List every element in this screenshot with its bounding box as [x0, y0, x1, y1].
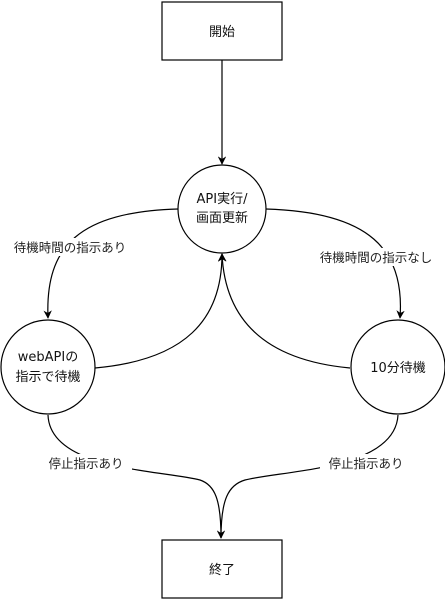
start-label: 開始 [209, 25, 235, 40]
edge-webapi-to-execute [94, 253, 227, 369]
label-wait-instructed: 待機時間の指示あり [14, 240, 127, 255]
execute-circle [177, 164, 267, 254]
node-wait-webapi: webAPIの 指示で待機 [0, 319, 96, 415]
edge-webapi-to-end [47, 414, 226, 539]
edge-labels: 待機時間の指示あり 待機時間の指示なし 停止指示あり 停止指示あり [6, 238, 440, 472]
node-start: 開始 [161, 1, 283, 61]
label-stop-right: 停止指示あり [328, 456, 403, 471]
node-end: 終了 [161, 539, 283, 599]
edges [43, 60, 405, 539]
edge-10min-to-end [220, 414, 399, 539]
label-stop-left: 停止指示あり [48, 456, 123, 471]
edge-execute-to-webapi [43, 208, 179, 319]
wait-webapi-circle [0, 319, 96, 415]
wait-webapi-label-line2: 指示で待機 [15, 370, 80, 385]
execute-label-line2: 画面更新 [196, 210, 248, 226]
node-wait-10min: 10分待機 [350, 319, 445, 415]
end-label: 終了 [209, 562, 235, 578]
label-no-wait-instruction: 待機時間の指示なし [320, 250, 433, 265]
wait-webapi-label-line1: webAPIの [18, 350, 78, 365]
execute-label-line1: API実行/ [197, 191, 249, 207]
wait-10min-circle [350, 319, 445, 415]
wait-10min-label: 10分待機 [370, 361, 426, 376]
edge-10min-to-execute [218, 253, 351, 369]
edge-execute-to-10min [265, 208, 405, 319]
end-box [161, 539, 283, 599]
node-execute: API実行/ 画面更新 [177, 164, 267, 254]
start-box [161, 1, 283, 61]
